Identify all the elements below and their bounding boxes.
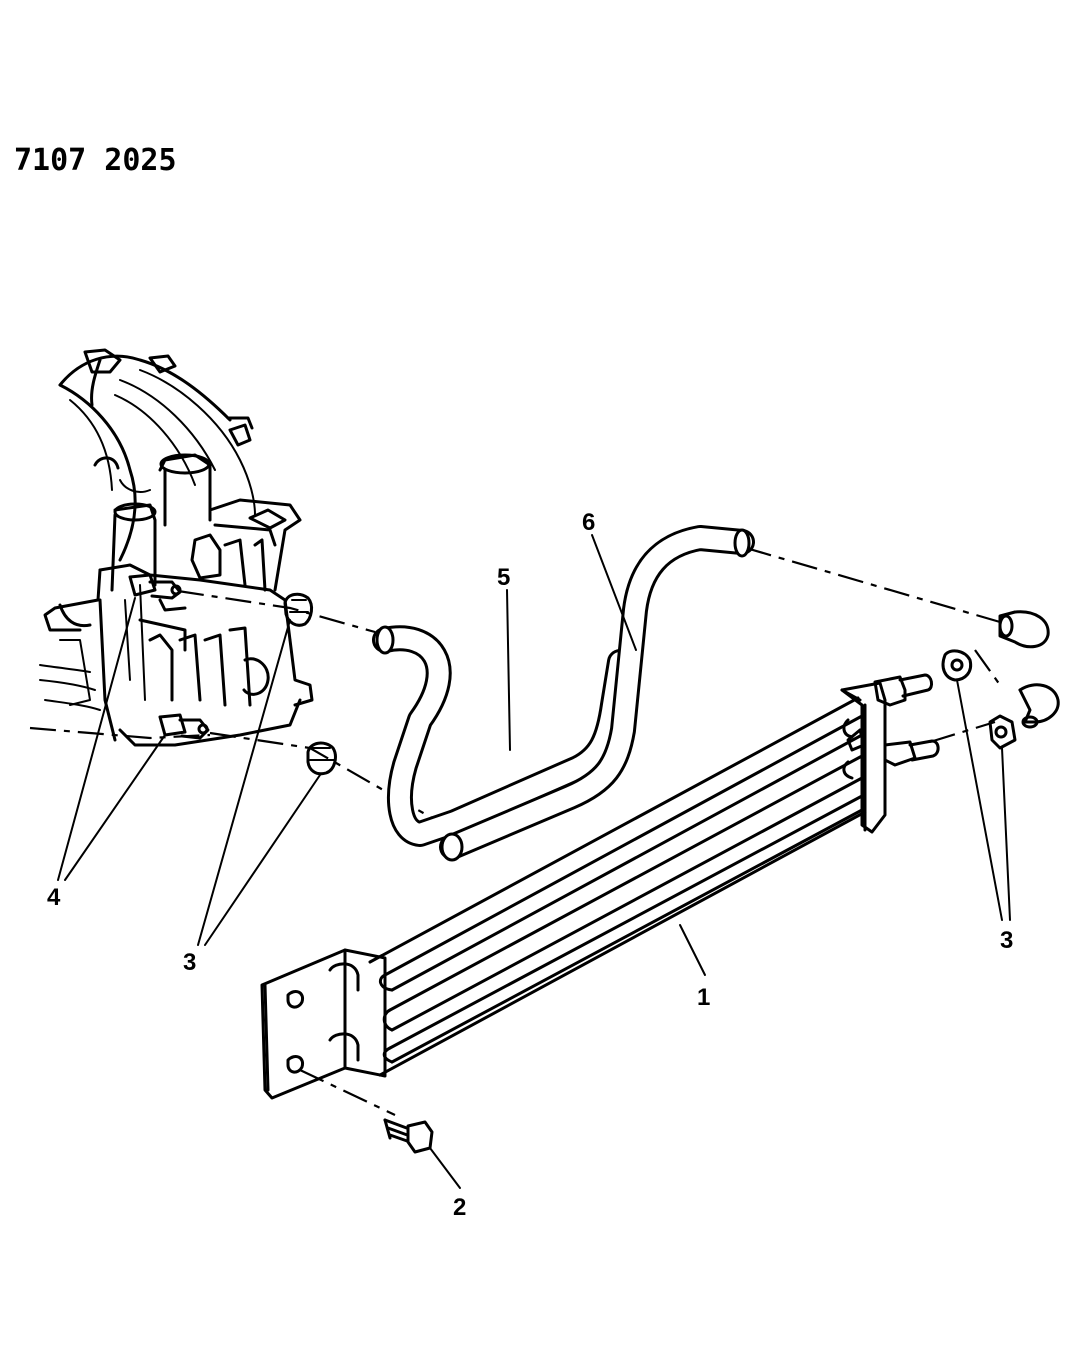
callout-3-left: 3 xyxy=(183,949,196,976)
callout-4: 4 xyxy=(47,884,61,911)
callout-1: 1 xyxy=(697,984,710,1011)
oil-cooler xyxy=(260,673,940,1100)
hose-upper xyxy=(439,525,755,862)
transmission-case xyxy=(39,348,337,776)
hose-lower xyxy=(372,625,633,847)
callout-2: 2 xyxy=(453,1194,466,1221)
callout-labels: 1 2 3 3 4 5 6 xyxy=(47,509,1013,1221)
mounting-bolt xyxy=(383,1118,434,1154)
leader-lines xyxy=(57,534,1011,1189)
figure-code: 7107 2025 xyxy=(14,143,177,178)
right-hose-clamps xyxy=(941,649,1017,750)
right-hose-ends xyxy=(998,610,1060,729)
callout-3-right: 3 xyxy=(1000,927,1013,954)
callout-5: 5 xyxy=(497,564,510,591)
callout-6: 6 xyxy=(582,509,595,536)
